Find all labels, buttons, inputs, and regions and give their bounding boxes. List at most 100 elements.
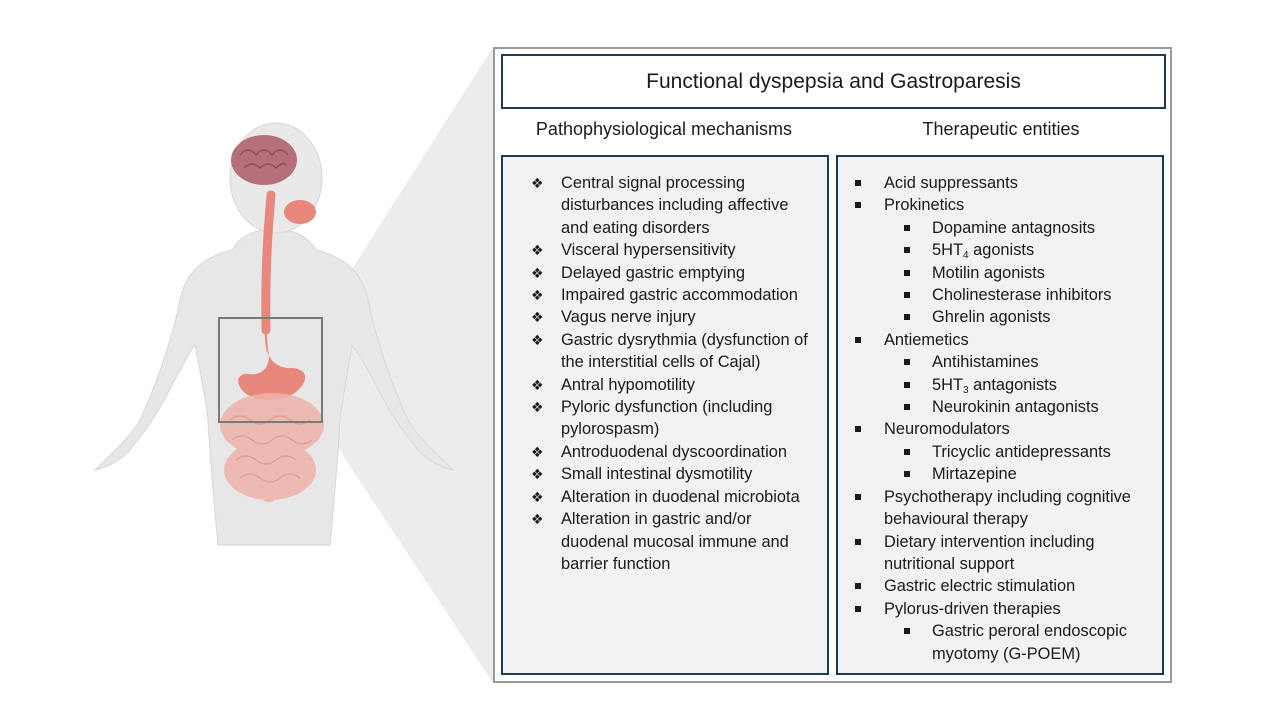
zoom-rectangle xyxy=(218,317,323,423)
mechanism-item: ❖ Visceral hypersensitivity xyxy=(529,239,814,261)
mechanism-text: Central signal processing disturbances i… xyxy=(561,174,789,237)
therapy-label: Tricyclic antidepressants xyxy=(932,442,1111,461)
therapy-item: Acid suppressants xyxy=(852,172,1157,194)
mechanism-item: ❖ Vagus nerve injury xyxy=(529,306,814,328)
therapy-subitem: Cholinesterase inhibitors xyxy=(852,284,1157,306)
diagram-title: Functional dyspepsia and Gastroparesis xyxy=(501,54,1166,109)
mechanism-item: ❖ Delayed gastric emptying xyxy=(529,262,814,284)
square-bullet-icon xyxy=(855,605,861,612)
square-bullet-icon xyxy=(904,628,910,635)
mechanism-text: Gastric dysrythmia (dysfunction of the i… xyxy=(561,330,808,372)
mechanism-item: ❖ Alteration in gastric and/or duodenal m… xyxy=(529,508,814,575)
mechanism-item: ❖ Impaired gastric accommodation xyxy=(529,284,814,306)
square-bullet-icon xyxy=(904,404,910,411)
therapy-label: Acid suppressants xyxy=(884,174,1018,192)
pathophysiology-list: ❖ Central signal processing disturbances … xyxy=(529,172,814,575)
square-bullet-icon xyxy=(855,180,861,186)
square-bullet-icon xyxy=(855,202,861,209)
mechanism-text: Delayed gastric emptying xyxy=(561,263,746,282)
mechanism-text: Alteration in duodenal microbiota xyxy=(561,487,800,506)
therapy-subitem: Dopamine antagnosits xyxy=(852,217,1157,239)
square-bullet-icon xyxy=(904,448,910,455)
therapy-label: 5HT xyxy=(932,375,963,394)
square-bullet-icon xyxy=(855,493,861,500)
mechanism-item: ❖ Alteration in duodenal microbiota xyxy=(529,486,814,508)
therapy-subitem: Mirtazepine xyxy=(852,463,1157,485)
therapy-label: Cholinesterase inhibitors xyxy=(932,286,1112,305)
diamond-four-bullet-icon: ❖ xyxy=(531,466,544,483)
mechanism-text: Vagus nerve injury xyxy=(561,308,696,327)
receptor-subscript: 4 xyxy=(962,250,969,262)
mechanism-item: ❖ Pyloric dysfunction (including pylorosp… xyxy=(529,396,814,441)
intestines xyxy=(220,393,324,502)
diamond-four-bullet-icon: ❖ xyxy=(531,309,544,326)
therapy-item: Neuromodulators xyxy=(852,418,1157,440)
right-column-heading: Therapeutic entities xyxy=(922,119,1080,139)
therapy-item: Gastric electric stimulation xyxy=(852,575,1157,597)
square-bullet-icon xyxy=(904,359,910,366)
therapy-item: Antiemetics xyxy=(852,329,1157,351)
square-bullet-icon xyxy=(904,381,910,388)
square-bullet-icon xyxy=(904,269,910,276)
therapy-subitem: Neurokinin antagonists xyxy=(852,396,1157,418)
diamond-four-bullet-icon: ❖ xyxy=(531,264,544,281)
left-column-heading: Pathophysiological mechanisms xyxy=(535,119,793,139)
mechanism-text: Antral hypomotility xyxy=(561,375,695,394)
therapy-label: 5HT xyxy=(932,241,963,260)
therapy-label-suffix: antagonists xyxy=(968,375,1057,394)
mechanism-text: Pyloric dysfunction (including pylorospa… xyxy=(561,398,773,439)
diamond-four-bullet-icon: ❖ xyxy=(531,175,544,191)
therapy-label: Antiemetics xyxy=(884,330,969,349)
mechanism-item: ❖ Antroduodenal dyscoordination xyxy=(529,441,814,463)
diamond-four-bullet-icon: ❖ xyxy=(531,331,544,348)
mechanism-item: ❖ Small intestinal dysmotility xyxy=(529,463,814,485)
diamond-four-bullet-icon: ❖ xyxy=(531,242,544,259)
diamond-four-bullet-icon: ❖ xyxy=(531,511,544,528)
therapy-subitem: 5HT4 agonists xyxy=(852,239,1157,261)
therapy-item: Pylorus-driven therapies xyxy=(852,598,1157,620)
square-bullet-icon xyxy=(904,247,910,254)
mechanism-item: ❖ Central signal processing disturbances … xyxy=(529,172,814,239)
therapy-label: Psychotherapy including cognitive behavi… xyxy=(884,487,1131,529)
therapy-label: Antihistamines xyxy=(932,353,1039,372)
therapy-label: Dopamine antagnosits xyxy=(932,218,1096,237)
therapy-subitem: Tricyclic antidepressants xyxy=(852,441,1157,463)
square-bullet-icon xyxy=(855,336,861,343)
therapy-label: Neurokinin antagonists xyxy=(932,398,1099,417)
diamond-four-bullet-icon: ❖ xyxy=(531,287,544,304)
square-bullet-icon xyxy=(855,583,861,590)
therapy-label: Ghrelin agonists xyxy=(932,308,1051,327)
diamond-four-bullet-icon: ❖ xyxy=(531,399,544,416)
mechanism-text: Impaired gastric accommodation xyxy=(561,286,798,305)
esophagus xyxy=(261,190,276,335)
therapy-item: Dietary intervention including nutrition… xyxy=(852,531,1157,576)
mechanism-text: Alteration in gastric and/or duodenal mu… xyxy=(561,510,789,573)
therapy-subitem: Motilin agonists xyxy=(852,262,1157,284)
square-bullet-icon xyxy=(904,292,910,299)
therapy-label: Mirtazepine xyxy=(932,465,1017,484)
therapy-item: Psychotherapy including cognitive behavi… xyxy=(852,486,1157,531)
square-bullet-icon xyxy=(904,224,910,231)
diamond-four-bullet-icon: ❖ xyxy=(531,376,544,393)
therapy-label: Motilin agonists xyxy=(932,263,1045,282)
stomach xyxy=(238,325,306,401)
mechanism-text: Visceral hypersensitivity xyxy=(561,241,736,260)
square-bullet-icon xyxy=(904,471,910,478)
therapy-subitem: Antihistamines xyxy=(852,351,1157,373)
diamond-four-bullet-icon: ❖ xyxy=(531,443,544,460)
therapy-subitem: 5HT3 antagonists xyxy=(852,374,1157,396)
therapy-label: Prokinetics xyxy=(884,196,965,215)
square-bullet-icon xyxy=(855,538,861,545)
mechanism-text: Antroduodenal dyscoordination xyxy=(561,442,787,461)
therapy-label: Dietary intervention including nutrition… xyxy=(884,532,1095,573)
therapy-label-suffix: agonists xyxy=(968,241,1035,260)
therapy-label: Neuromodulators xyxy=(884,420,1010,439)
receptor-subscript: 3 xyxy=(962,384,969,396)
therapy-item: Prokinetics xyxy=(852,194,1157,216)
diamond-four-bullet-icon: ❖ xyxy=(531,488,544,505)
mechanism-text: Small intestinal dysmotility xyxy=(561,465,753,484)
